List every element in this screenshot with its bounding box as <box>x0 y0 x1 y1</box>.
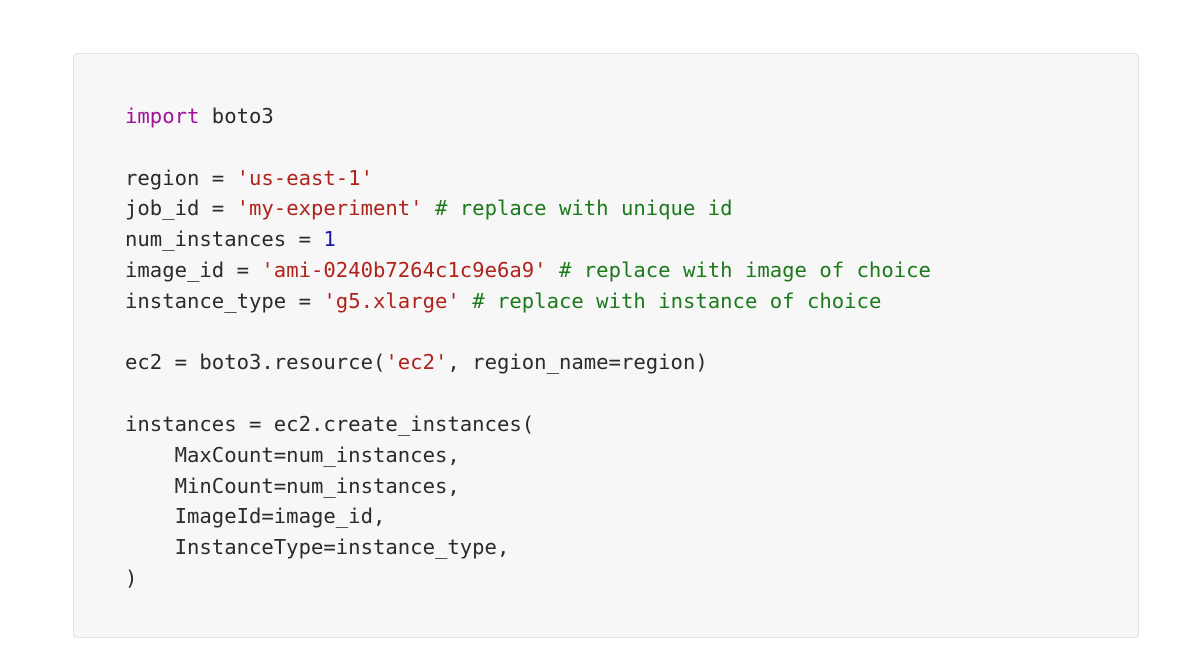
code-line: num_instances = 1 <box>125 224 1138 255</box>
code-token-txt: num_instances = <box>125 227 324 252</box>
code-line: ec2 = boto3.resource('ec2', region_name=… <box>125 347 1138 378</box>
code-line: import boto3 <box>125 101 1138 132</box>
code-token-cmt: # replace with image of choice <box>558 257 931 282</box>
code-token-txt: instance_type = <box>125 288 324 313</box>
code-token-str: 'us-east-1' <box>236 165 373 190</box>
code-token-cmt: # replace with unique id <box>434 196 733 221</box>
code-token-num: 1 <box>323 227 336 252</box>
code-line: MinCount=num_instances, <box>125 471 1138 502</box>
code-token-txt: image_id = <box>125 257 262 282</box>
code-line: MaxCount=num_instances, <box>125 440 1138 471</box>
code-line: instances = ec2.create_instances( <box>125 409 1138 440</box>
code-token-txt: ImageId=image_id, <box>125 504 386 529</box>
code-line: instance_type = 'g5.xlarge' # replace wi… <box>125 286 1138 317</box>
code-token-str: 'ami-0240b7264c1c9e6a9' <box>261 257 547 282</box>
code-line: ) <box>125 563 1138 594</box>
code-token-txt <box>460 289 472 313</box>
code-token-txt: instances = ec2.create_instances( <box>125 411 535 436</box>
code-token-txt: region = <box>125 165 237 190</box>
code-line <box>125 132 1138 163</box>
code-token-txt <box>547 258 559 282</box>
code-token-txt: job_id = <box>125 196 237 221</box>
code-token-str: 'ec2' <box>385 350 448 375</box>
code-token-cmt: # replace with instance of choice <box>472 288 882 313</box>
code-line: image_id = 'ami-0240b7264c1c9e6a9' # rep… <box>125 255 1138 286</box>
code-token-kw: import <box>125 104 200 128</box>
code-line <box>125 378 1138 409</box>
code-token-str: 'g5.xlarge' <box>323 288 460 313</box>
code-token-txt: ) <box>125 565 138 590</box>
code-token-txt <box>423 196 435 220</box>
code-token-txt: InstanceType=instance_type, <box>125 535 510 560</box>
code-line: ImageId=image_id, <box>125 501 1138 532</box>
code-token-txt: MinCount=num_instances, <box>125 473 460 498</box>
code-line <box>125 317 1138 348</box>
code-line: region = 'us-east-1' <box>125 163 1138 194</box>
code-token-txt: ec2 = boto3.resource( <box>125 350 386 375</box>
code-token-str: 'my-experiment' <box>236 196 423 221</box>
code-token-txt: boto3 <box>199 104 274 128</box>
code-token-txt: MaxCount=num_instances, <box>125 442 460 467</box>
code-token-txt: , region_name=region) <box>447 350 708 375</box>
code-line: InstanceType=instance_type, <box>125 532 1138 563</box>
code-line: job_id = 'my-experiment' # replace with … <box>125 193 1138 224</box>
